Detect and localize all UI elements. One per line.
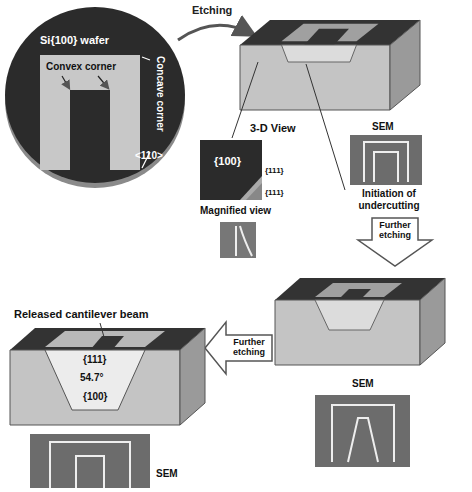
step-label: Further etching (227, 337, 271, 358)
part-label: Released cantilever beam (14, 308, 149, 321)
plane-label: {100} (82, 391, 108, 403)
callout-text: Initiation of undercutting (345, 188, 433, 211)
wafer-label: Si{100} wafer (40, 34, 109, 47)
angle-label: 54.7° (79, 372, 104, 384)
direction-label: <110> (135, 150, 163, 162)
plane-label: {111} (265, 166, 284, 175)
corner-label: Convex corner (46, 61, 116, 73)
view-label: Magnified view (200, 205, 271, 217)
step-label: Further etching (373, 220, 417, 241)
view-label: 3-D View (250, 122, 296, 135)
image-label: SEM (156, 468, 178, 480)
step-label: Etching (192, 4, 232, 17)
plane-label: {111} (82, 354, 107, 366)
corner-label: Concave corner (155, 56, 167, 132)
plane-label: {111} (265, 188, 284, 197)
image-label: SEM (372, 121, 394, 133)
plane-label: {100} (214, 155, 241, 168)
image-label: SEM (352, 378, 374, 390)
